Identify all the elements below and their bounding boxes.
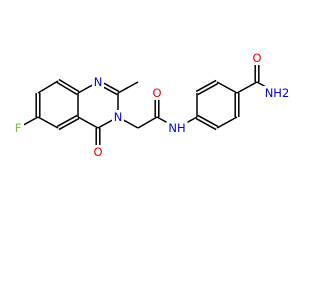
bond-c5-c4a-second <box>58 117 80 131</box>
atom-n1: N <box>92 75 104 89</box>
atom-nh2: NH2 <box>263 86 291 100</box>
bond-layer <box>17 58 278 152</box>
bond-p5-p6 <box>197 82 219 96</box>
atom-label-background <box>251 51 263 65</box>
atom-label-background <box>151 86 163 100</box>
atom-label-background <box>112 110 124 124</box>
atom-label-layer: F O N N O NH O NH2 <box>12 51 291 159</box>
bond-ch2-am <box>137 116 158 129</box>
atom-o-carboxamide: O <box>251 51 263 65</box>
bond-c8a-c8 <box>56 81 78 96</box>
bond-p5-p6-second <box>195 79 217 93</box>
atom-nh: NH <box>166 121 188 135</box>
atom-label-background <box>12 121 24 135</box>
atom-label-background <box>92 75 104 89</box>
atom-n3: N <box>112 110 124 124</box>
atom-label-background <box>92 145 104 159</box>
atom-o-carbonyl: O <box>92 145 104 159</box>
atom-label-text: NH2 <box>265 86 290 100</box>
bond-c5-c4a <box>56 114 78 128</box>
atom-label-text: O <box>252 51 261 65</box>
atom-label-text: NH <box>168 121 185 135</box>
bond-c8a-c8-second <box>58 78 80 93</box>
bond-p4-p5 <box>216 81 238 94</box>
atom-label-text: N <box>114 110 123 124</box>
bond-c8-c7 <box>37 80 59 94</box>
atom-o-amide: O <box>151 86 163 100</box>
atom-label-text: O <box>93 145 102 159</box>
bond-p1-p2-second <box>195 117 217 131</box>
atom-f: F <box>12 121 24 135</box>
atom-label-text: O <box>152 86 161 100</box>
atom-label-text: N <box>94 75 103 89</box>
bond-p4-cc <box>236 81 258 94</box>
bond-c2-me <box>117 81 139 94</box>
bond-c4a-c4 <box>77 116 99 129</box>
molecule-structure-diagram: F O N N O NH O NH2 <box>12 51 291 159</box>
atom-label-text: F <box>15 121 22 135</box>
atom-label-background <box>166 121 188 135</box>
bond-p2-p3 <box>216 116 238 129</box>
atom-label-background <box>263 86 291 100</box>
bond-c6-c5 <box>37 116 59 129</box>
bond-p1-p2 <box>197 114 219 128</box>
